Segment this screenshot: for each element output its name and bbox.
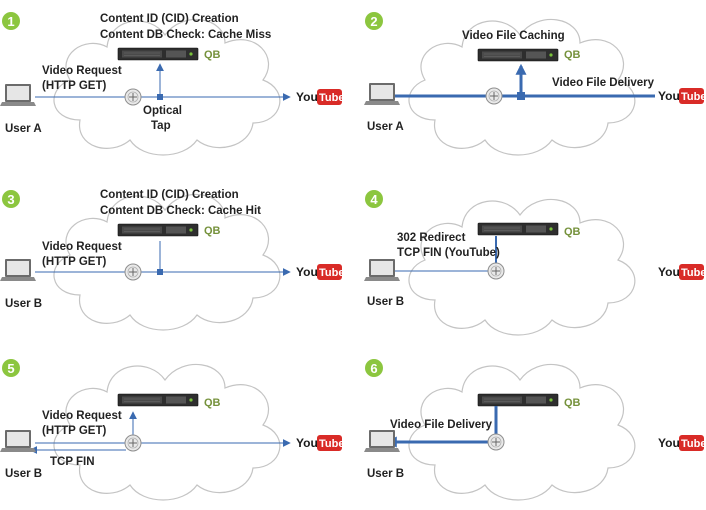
svg-text:You: You <box>296 90 318 104</box>
svg-text:Tube: Tube <box>681 91 706 103</box>
step-number: 1 <box>7 14 14 29</box>
tap-label-line1: Optical <box>143 105 182 117</box>
qb-label: QB <box>204 225 221 237</box>
request-label-line1: Video Request <box>42 410 122 422</box>
network-tap-icon <box>487 262 505 280</box>
qb-label: QB <box>564 397 581 409</box>
svg-text:You: You <box>296 436 318 450</box>
redirect-label-line2: TCP FIN (YouTube) <box>397 247 500 259</box>
laptop-icon <box>0 84 36 106</box>
user-label: User B <box>367 296 404 308</box>
svg-text:Tube: Tube <box>681 438 706 450</box>
step-number: 3 <box>7 192 14 207</box>
qb-server-icon <box>477 393 559 407</box>
qb-label: QB <box>564 226 581 238</box>
laptop-icon <box>0 259 36 281</box>
panel-5: 5 QB Video Request (HTTP GET) TCP FIN Us… <box>0 359 344 501</box>
step-number: 2 <box>370 14 377 29</box>
network-tap-icon <box>487 433 505 451</box>
user-label: User B <box>367 468 404 480</box>
cloud-shape <box>408 198 636 336</box>
qb-label: QB <box>204 397 221 409</box>
youtube-logo: You Tube <box>658 88 706 104</box>
panel-1: 1 Content ID (CID) Creation Content DB C… <box>0 12 344 156</box>
qb-server-icon <box>117 223 199 237</box>
delivery-label: Video File Delivery <box>390 419 493 431</box>
network-tap-icon <box>124 434 142 452</box>
user-label: User A <box>5 123 42 135</box>
delivery-label: Video File Delivery <box>552 77 655 89</box>
tap-junction <box>517 92 525 100</box>
laptop-icon <box>0 430 36 452</box>
request-label-line1: Video Request <box>42 241 122 253</box>
tap-label-line2: Tap <box>151 120 171 132</box>
panel-6: 6 QB Video File Delivery User B You Tube <box>364 359 706 501</box>
laptop-icon <box>364 430 400 452</box>
qb-label: QB <box>204 49 221 61</box>
svg-text:You: You <box>658 436 680 450</box>
laptop-icon <box>364 83 400 105</box>
step-number: 6 <box>370 361 377 376</box>
qb-server-icon <box>117 393 199 407</box>
user-label: User B <box>5 298 42 310</box>
panel-3: 3 Content ID (CID) Creation Content DB C… <box>0 189 344 331</box>
redirect-label-line1: 302 Redirect <box>397 232 466 244</box>
laptop-icon <box>364 259 400 281</box>
svg-text:You: You <box>296 265 318 279</box>
request-label-line2: (HTTP GET) <box>42 80 106 92</box>
network-tap-icon <box>124 263 142 281</box>
cid-creation-label: Content ID (CID) Creation <box>100 13 239 25</box>
cloud-shape <box>408 363 636 501</box>
svg-text:Tube: Tube <box>319 267 344 279</box>
request-label-line2: (HTTP GET) <box>42 256 106 268</box>
tap-junction <box>157 94 163 100</box>
svg-text:Tube: Tube <box>319 92 344 104</box>
cid-creation-label: Content ID (CID) Creation <box>100 189 239 201</box>
svg-text:Tube: Tube <box>681 267 706 279</box>
svg-text:Tube: Tube <box>319 438 344 450</box>
youtube-logo: You Tube <box>296 435 344 451</box>
network-tap-icon <box>124 88 142 106</box>
youtube-logo: You Tube <box>658 435 706 451</box>
youtube-logo: You Tube <box>658 264 706 280</box>
panel-2: 2 Video File Caching QB Video File Deliv… <box>364 12 706 156</box>
qb-server-icon <box>117 47 199 61</box>
qb-server-icon <box>477 222 559 236</box>
db-check-label: Content DB Check: Cache Miss <box>100 29 271 41</box>
tap-junction <box>157 269 163 275</box>
svg-text:You: You <box>658 265 680 279</box>
db-check-label: Content DB Check: Cache Hit <box>100 205 261 217</box>
step-number: 5 <box>7 361 14 376</box>
user-label: User B <box>5 468 42 480</box>
qb-server-icon <box>477 48 559 62</box>
request-label-line2: (HTTP GET) <box>42 425 106 437</box>
qb-label: QB <box>564 49 581 61</box>
user-label: User A <box>367 121 404 133</box>
caching-label: Video File Caching <box>462 30 565 42</box>
youtube-logo: You Tube <box>296 89 344 105</box>
request-label-line1: Video Request <box>42 65 122 77</box>
network-tap-icon <box>485 87 503 105</box>
step-number: 4 <box>370 192 378 207</box>
panel-4: 4 QB 302 Redirect TCP FIN (YouTube) User… <box>364 190 706 336</box>
youtube-logo: You Tube <box>296 264 344 280</box>
svg-text:You: You <box>658 89 680 103</box>
tcp-fin-label: TCP FIN <box>50 456 95 468</box>
